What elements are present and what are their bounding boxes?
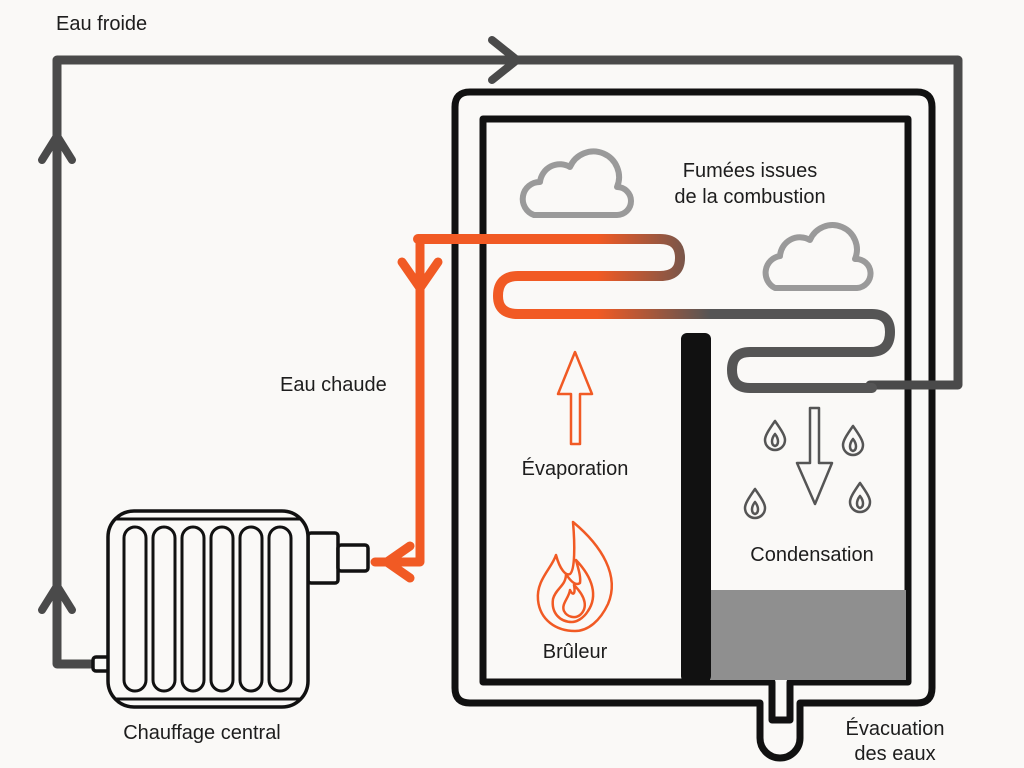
hot-water-label: Eau chaude xyxy=(280,374,387,396)
radiator-icon xyxy=(91,509,370,709)
condensate-water xyxy=(710,590,906,680)
drain-label-line2: des eaux xyxy=(854,743,936,765)
cold-water-arrows xyxy=(38,36,521,614)
condensation-label: Condensation xyxy=(750,544,874,566)
cloud-icon xyxy=(519,148,634,218)
down-arrow-icon xyxy=(795,406,834,506)
flue-gases-label-line1: Fumées issues xyxy=(682,160,818,182)
burner-label: Brûleur xyxy=(542,641,608,663)
flue-gases-label-line2: de la combustion xyxy=(674,186,826,208)
cold-water-label: Eau froide xyxy=(56,13,148,35)
up-arrow-icon xyxy=(556,350,594,446)
drain-label-line1: Évacuation xyxy=(845,718,945,740)
cloud-icon xyxy=(762,222,874,291)
divider-wall xyxy=(681,333,711,682)
boiler-casing xyxy=(451,88,936,762)
central-heating-label: Chauffage central xyxy=(123,722,281,744)
flame-icon xyxy=(536,520,613,633)
cold-water-pipe xyxy=(52,55,963,669)
droplet-icon xyxy=(743,419,872,520)
heat-exchanger-coil xyxy=(413,234,895,393)
hot-water-pipe xyxy=(370,234,443,583)
evaporation-label: Évaporation xyxy=(521,458,629,480)
